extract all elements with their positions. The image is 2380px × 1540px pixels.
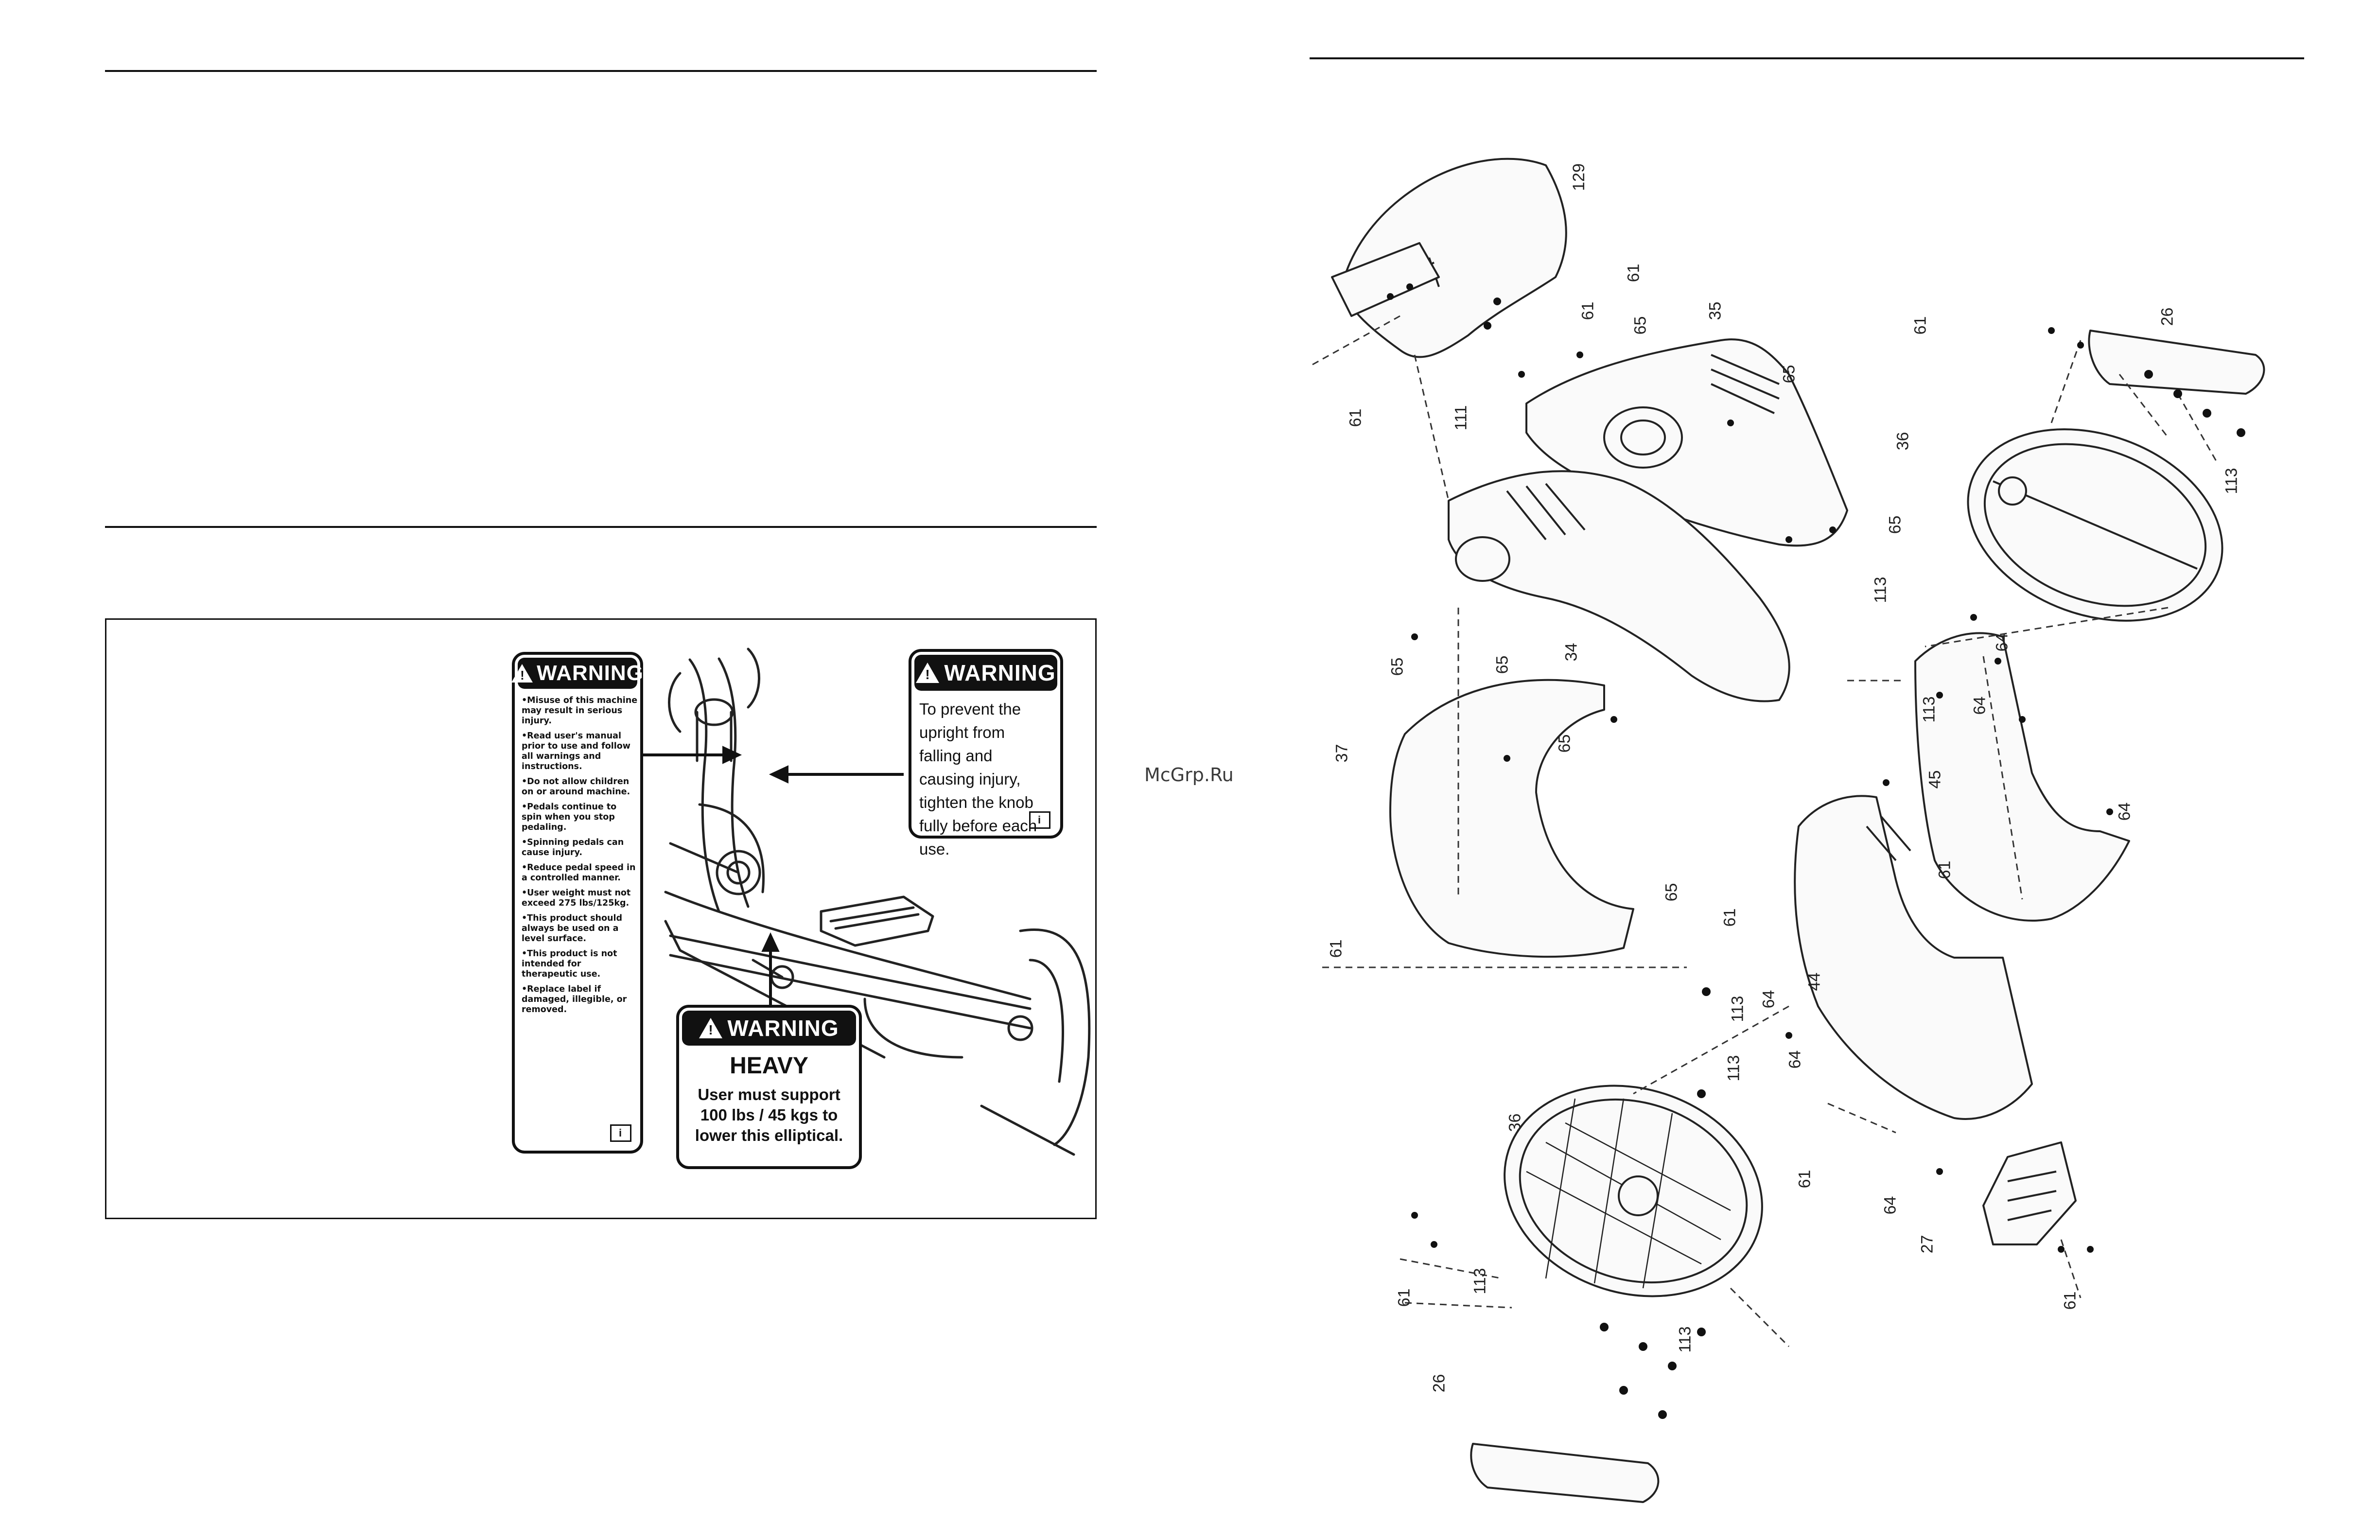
callout-61: 61 [1395, 1288, 1414, 1307]
callout-61: 61 [2061, 1291, 2080, 1310]
heavy-warning-label: ! WARNING HEAVY User must support 100 lb… [676, 1005, 862, 1169]
callout-111: 111 [1452, 405, 1470, 431]
callout-64: 64 [2115, 802, 2134, 821]
callout-113: 113 [1470, 1268, 1489, 1295]
callout-129: 129 [1569, 163, 1588, 191]
callout-35: 35 [1706, 301, 1725, 320]
callout-61: 61 [1346, 408, 1365, 427]
heavy-warning-header: ! WARNING [682, 1011, 856, 1046]
callout-34: 34 [1562, 643, 1581, 662]
upright-warning-header: ! WARNING [914, 655, 1057, 691]
part-37-front-cover [1389, 679, 1634, 958]
callout-65: 65 [1886, 515, 1905, 534]
watermark: McGrp.Ru [1144, 764, 1234, 786]
callout-65: 65 [1780, 365, 1799, 384]
callout-113: 113 [1724, 1055, 1743, 1082]
callout-64: 64 [1785, 1050, 1804, 1069]
upright-warning-text: To prevent the upright from falling and … [919, 700, 1037, 858]
misuse-bullet: •Pedals continue to spin when you stop p… [522, 802, 617, 832]
callout-64: 64 [1993, 633, 2012, 652]
part-34-lower-shroud [1448, 470, 1790, 702]
callout-61: 61 [1624, 263, 1643, 282]
callout-113: 113 [1871, 577, 1890, 603]
misuse-bullet: •This product should always be used on a… [522, 913, 622, 944]
callout-113: 113 [1676, 1326, 1695, 1353]
callout-61: 61 [1911, 316, 1930, 335]
callout-113: 113 [2222, 468, 2241, 494]
callout-44: 44 [1805, 972, 1824, 991]
callout-64: 64 [1970, 696, 1989, 715]
callout-27: 27 [1918, 1235, 1937, 1254]
misuse-bullet: •User weight must not exceed 275 lbs/125… [522, 888, 631, 908]
callout-26: 26 [1430, 1374, 1449, 1393]
part-111-bracket [1331, 242, 1440, 317]
manual-book-icon: i [1029, 811, 1050, 829]
part-27-bracket [1982, 1141, 2077, 1245]
callout-36: 36 [1505, 1113, 1524, 1132]
part-129-hood [1341, 158, 1567, 358]
part-45-right-housing [1914, 632, 2130, 922]
misuse-warning-bullets: •Misuse of this machine may result in se… [522, 696, 638, 1020]
misuse-bullet: •Reduce pedal speed in a controlled mann… [522, 863, 636, 883]
callout-113: 113 [1728, 996, 1747, 1022]
exploded-parts-diagram [1312, 158, 2265, 1503]
callout-26: 26 [2158, 307, 2177, 326]
misuse-warning-header: ! WARNING [511, 658, 643, 689]
warning-label-panel: ! WARNING •Misuse of this machine may re… [105, 618, 1097, 1219]
heavy-warning-title: HEAVY [730, 1053, 808, 1079]
callout-36: 36 [1893, 432, 1912, 451]
callout-61: 61 [1578, 301, 1597, 320]
callout-61: 61 [1935, 860, 1954, 879]
elliptical-machine-illustration [642, 648, 1091, 1156]
section-rule-left [105, 526, 1097, 528]
warning-triangle-icon: ! [916, 663, 940, 683]
callout-61: 61 [1720, 908, 1739, 927]
callout-37: 37 [1332, 744, 1351, 763]
callout-65: 65 [1493, 655, 1512, 674]
callout-64: 64 [1759, 990, 1778, 1009]
callout-65: 65 [1662, 883, 1681, 902]
callout-45: 45 [1925, 770, 1944, 789]
part-26-plate-lower [1470, 1443, 1660, 1503]
top-rule-left [105, 70, 1097, 72]
callout-61: 61 [1795, 1170, 1814, 1189]
callout-61: 61 [1327, 939, 1346, 958]
top-rule-right [1310, 57, 2304, 59]
upright-warning-label: ! WARNING To prevent the upright from fa… [909, 649, 1063, 858]
misuse-bullet: •This product is not intended for therap… [522, 949, 617, 979]
misuse-bullet: •Replace label if damaged, illegible, or… [522, 984, 627, 1015]
misuse-bullet: •Do not allow children on or around mach… [522, 777, 630, 797]
manual-book-icon: i [610, 1124, 631, 1142]
callout-65: 65 [1388, 657, 1407, 676]
misuse-warning-label: ! WARNING •Misuse of this machine may re… [511, 652, 643, 1154]
callout-64: 64 [1881, 1196, 1900, 1215]
misuse-bullet: •Spinning pedals can cause injury. [522, 838, 624, 858]
warning-triangle-icon: ! [511, 664, 533, 682]
misuse-bullet: •Read user's manual prior to use and fol… [522, 731, 630, 771]
callout-113: 113 [1920, 696, 1939, 723]
part-44-left-housing [1794, 795, 2033, 1120]
callout-65: 65 [1631, 316, 1650, 335]
part-26-plate-upper [2088, 330, 2265, 395]
callout-65: 65 [1555, 734, 1574, 753]
misuse-bullet: •Misuse of this machine may result in se… [522, 696, 638, 726]
heavy-warning-text: User must support 100 lbs / 45 kgs to lo… [695, 1085, 843, 1144]
warning-triangle-icon: ! [699, 1018, 723, 1038]
